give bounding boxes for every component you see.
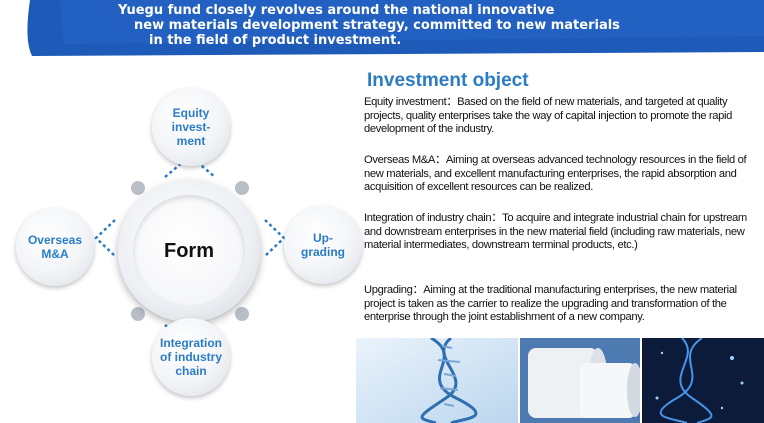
section-title: Investment object [367, 70, 529, 91]
center-label: Form [164, 239, 214, 262]
node-upgrading-line-2: grading [301, 245, 345, 259]
node-equity-line-1: Equity [172, 106, 210, 120]
banner-shape [27, 0, 764, 56]
paragraph-integration: Integration of industry chain：To acquire… [364, 212, 747, 251]
node-equity-line-2: invest- [171, 120, 211, 134]
node-equity-line-3: ment [176, 134, 206, 148]
node-upgrading-line-1: Up- [313, 231, 333, 245]
node-overseas-ma: Overseas M&A [16, 208, 94, 286]
investment-form-diagram: Form Equity invest- ment Overseas M&A Up… [0, 70, 362, 420]
node-industry-chain: Integration of industry chain [152, 318, 230, 396]
node-chain-line-3: chain [175, 364, 207, 378]
node-upgrading: Up- grading [284, 206, 362, 284]
header-banner: Yuegu fund closely revolves around the n… [0, 0, 764, 60]
dark-dna-image [642, 338, 764, 423]
banner-line-3: in the field of product investment. [149, 33, 402, 48]
node-chain-line-2: of industry [160, 350, 222, 364]
banner-line-1: Yuegu fund closely revolves around the n… [118, 3, 555, 18]
node-chain-line-1: Integration [160, 336, 222, 350]
banner-line-2: new materials development strategy, comm… [134, 18, 620, 33]
node-overseas-line-2: M&A [41, 247, 69, 261]
paragraph-upgrading: Upgrading：Aiming at the traditional manu… [364, 284, 737, 323]
node-equity-investment: Equity invest- ment [152, 88, 230, 166]
node-overseas-line-1: Overseas [27, 233, 83, 247]
paragraph-equity: Equity investment：Based on the field of … [364, 96, 732, 135]
paragraph-overseas: Overseas M&A：Aiming at overseas advanced… [364, 154, 747, 193]
dna-helix-image [356, 338, 518, 423]
center-circle: Form [133, 195, 245, 307]
material-rolls-image [520, 338, 640, 423]
